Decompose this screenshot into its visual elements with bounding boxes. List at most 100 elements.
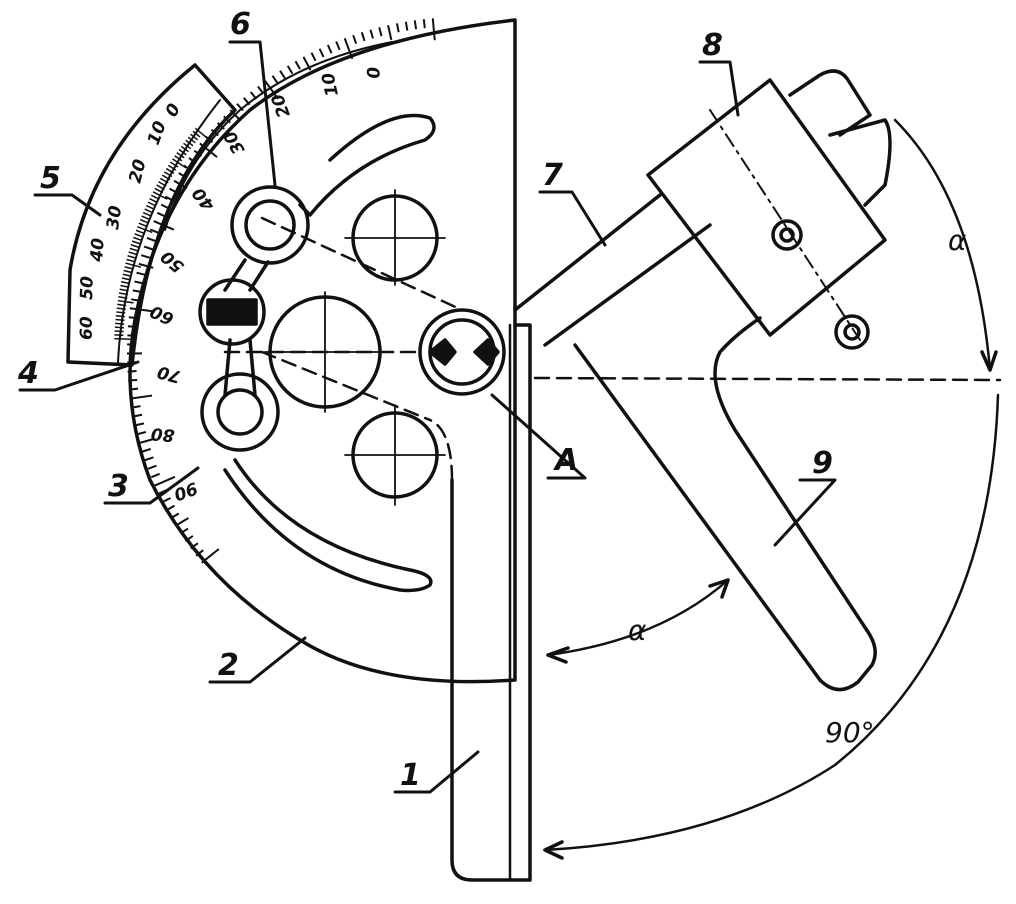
main-scale-tick [424,19,425,28]
radial-line-3 [262,352,430,420]
main-scale-label: 60 [147,300,177,328]
vernier-tick [195,128,207,138]
vernier-label: 20 [125,157,150,185]
main-scale-tick [328,45,332,53]
vernier-tick [116,316,125,317]
main-scale-tick [137,432,146,434]
vernier-tick [114,339,130,340]
vernier-tick [148,202,156,206]
vernier-tick [128,256,137,258]
main-scale-tick [311,53,315,61]
main-scale-tick [128,380,137,381]
main-scale-tick [151,474,159,477]
main-scale-tick [176,518,189,526]
label-4: 4 [17,356,39,391]
main-scale-tick [162,498,170,502]
main-scale-tick [379,27,381,36]
vernier-tick [124,271,133,273]
vernier-tick [146,206,154,210]
main-scale-tick [147,238,155,241]
main-scale-tick [137,273,146,275]
main-scale-tick [130,308,152,311]
main-scale-tick [135,423,144,425]
main-scale-tick [144,247,153,250]
label-5: 5 [40,161,61,196]
vernier-tick [115,323,124,324]
block-8 [648,80,885,335]
main-scale-label: 80 [150,423,175,445]
leader-7 [540,192,605,245]
vernier-tick [130,248,139,251]
main-scale-tick [148,466,156,469]
main-scale-label: 30 [220,127,249,158]
main-scale-tick [128,371,137,372]
main-scale-tick [145,457,154,460]
link-bar [225,340,255,395]
label-8: 8 [702,28,723,63]
main-scale-label: 40 [189,183,220,215]
vernier-tick [142,216,150,220]
main-scale-tick [288,66,293,74]
right-angle-label: 90° [825,716,875,749]
screw-6-inner [246,201,294,249]
alpha-label-upper: α [948,224,967,257]
blade-9 [575,318,875,690]
main-scale-tick [142,449,151,452]
main-scale-tick [362,32,365,41]
main-scale-tick [371,30,373,39]
alpha-arc-upper [895,120,990,370]
vernier-label: 0 [162,100,185,120]
main-scale-tick [258,86,263,93]
main-scale-tick [433,18,435,40]
vernier-tick [115,327,124,328]
main-scale-tick [415,20,416,29]
main-scale-tick [155,477,175,486]
vernier-label: 40 [87,237,109,263]
main-scale-label: 70 [155,361,183,386]
main-scale-tick [280,71,285,79]
main-scale-tick [157,213,165,217]
label-2: 2 [218,648,239,683]
label-A: A [553,443,578,478]
main-scale-label: 50 [157,246,188,277]
main-scale-tick [202,549,219,563]
main-scale-tick [141,255,150,258]
main-scale-label: 10 [318,71,343,98]
vernier-tick [143,213,151,217]
main-scale-tick [397,23,399,32]
main-scale-tick [128,326,137,327]
vernier-tick [116,320,125,321]
main-scale-tick [251,92,257,99]
main-scale-tick [135,281,144,283]
block-8-spring [836,316,868,348]
main-scale-tick [388,25,391,40]
alpha-label-lower: α [628,614,647,647]
main-scale-tick [320,49,324,57]
label-9: 9 [812,446,833,481]
block-8-screw [773,221,801,249]
main-scale-tick [129,389,138,390]
ruler-blade [452,325,530,880]
vernier-tick [133,237,141,240]
label-7: 7 [542,158,563,193]
main-scale-tick [129,317,138,318]
main-scale-tick [336,42,339,50]
block-8-clip [830,120,890,205]
curved-slot-lower [225,460,431,590]
vernier-tick [132,241,141,244]
vernier-tick [145,209,153,213]
vernier-tick [140,220,148,223]
vernier-tick [129,252,138,255]
leader-8 [700,62,738,115]
main-scale-tick [167,506,175,510]
main-scale-tick [131,299,140,300]
vernier-tick [136,230,144,233]
label-1: 1 [400,758,421,793]
vernier-tick [125,267,134,269]
vernier-tick [127,259,136,261]
vernier-tick [116,312,125,313]
screw-6-outer [232,187,308,263]
main-scale-tick [296,61,300,69]
